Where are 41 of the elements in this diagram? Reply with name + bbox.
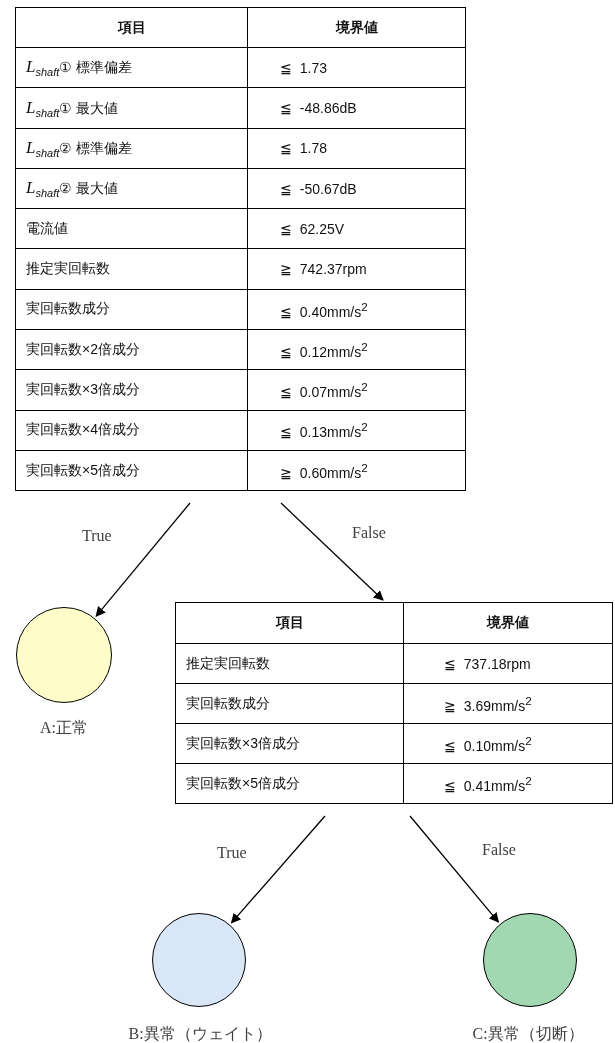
header-cell: 項目 [15, 7, 248, 48]
condition-cell: 推定実回転数 [15, 249, 248, 290]
threshold-cell: ≦ 0.40mm/s$^{2}$ [247, 289, 466, 330]
condition-cell: 実回転数×5倍成分 [175, 763, 404, 804]
threshold-cell: ≦ 0.12mm/s$^{2}$ [247, 329, 466, 370]
header-cell: 境界値 [403, 602, 613, 644]
condition-cell: 推定実回転数 [175, 643, 404, 684]
threshold-cell: ≦ 62.25V [247, 208, 466, 249]
condition-cell: 実回転数×4倍成分 [15, 410, 248, 451]
threshold-cell: ≧ 3.69mm/s$^{2}$ [403, 683, 613, 724]
threshold-cell: ≦ 1.78 [247, 128, 466, 169]
threshold-cell: ≧ 0.60mm/s$^{2}$ [247, 450, 466, 491]
condition-cell: 実回転数×3倍成分 [175, 723, 404, 764]
threshold-cell: ≦ 0.10mm/s$^{2}$ [403, 723, 613, 764]
condition-cell: 実回転数成分 [175, 683, 404, 724]
arrow [409, 815, 500, 923]
condition-cell: L$_{shaft}$② 標準偏差 [15, 128, 248, 169]
threshold-cell: ≦ 737.18rpm [403, 643, 613, 684]
condition-table [175, 602, 613, 804]
condition-cell: L$_{shaft}$① 最大値 [15, 87, 248, 129]
condition-cell: 実回転数×2倍成分 [15, 329, 248, 370]
condition-cell: 電流値 [15, 208, 248, 249]
threshold-cell: ≧ 742.37rpm [247, 249, 466, 290]
condition-cell: 実回転数×3倍成分 [15, 369, 248, 411]
condition-table [15, 7, 466, 492]
arrow [95, 502, 191, 617]
threshold-cell: ≦ 0.13mm/s$^{2}$ [247, 410, 466, 451]
condition-cell: 実回転数成分 [15, 289, 248, 330]
header-cell: 境界値 [247, 7, 466, 48]
arrow [280, 502, 384, 601]
condition-cell: L$_{shaft}$② 最大値 [15, 168, 248, 209]
threshold-cell: ≦ -48.86dB [247, 87, 466, 129]
result-label: A:正常 [40, 719, 88, 737]
threshold-cell: ≦ 0.07mm/s$^{2}$ [247, 369, 466, 411]
threshold-cell: ≦ 0.41mm/s$^{2}$ [403, 763, 613, 804]
threshold-cell: ≦ -50.67dB [247, 168, 466, 209]
header-cell: 項目 [175, 602, 404, 644]
arrow [230, 815, 326, 924]
condition-cell: L$_{shaft}$① 標準偏差 [15, 47, 248, 88]
threshold-cell: ≦ 1.73 [247, 47, 466, 88]
condition-cell: 実回転数×5倍成分 [15, 450, 248, 491]
